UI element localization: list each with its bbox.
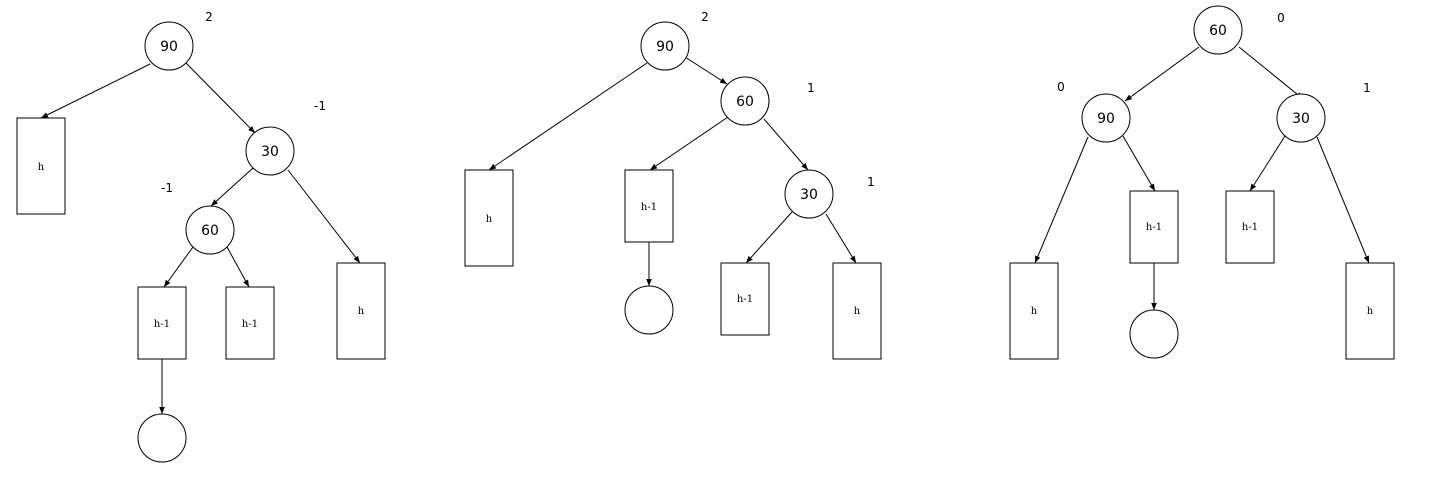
subtree-height-label: h <box>854 306 861 317</box>
node-label: 60 <box>201 223 219 239</box>
subtree-box: h <box>1009 262 1059 360</box>
subtree-box: h <box>464 169 514 267</box>
tree-node: 90 <box>144 21 194 71</box>
balance-factor: 2 <box>205 10 213 24</box>
node-label: 30 <box>1292 111 1310 127</box>
edge-90-to-h <box>1034 136 1089 264</box>
edge-60-to-30 <box>763 118 809 171</box>
subtree-height-label: h-1 <box>242 319 258 330</box>
edge-90-to-h-1 <box>1122 135 1156 192</box>
edge-60-to-h-1-right <box>226 246 250 288</box>
edge-90-to-h <box>40 63 151 119</box>
subtree-box: h <box>336 262 386 360</box>
node-label: 90 <box>656 39 674 55</box>
subtree-height-label: h-1 <box>737 294 753 305</box>
balance-factor: 0 <box>1277 11 1285 25</box>
new-empty-node <box>624 285 674 335</box>
subtree-height-label: h <box>358 306 365 317</box>
tree-node: 60 <box>720 76 770 126</box>
subtree-box: h-1 <box>225 286 275 360</box>
subtree-box: h-1 <box>720 262 770 336</box>
subtree-height-label: h-1 <box>1242 222 1258 233</box>
subtree-box: h <box>832 262 882 360</box>
tree-node: 30 <box>245 126 295 176</box>
node-label: 30 <box>261 144 279 160</box>
edge-60-to-90 <box>1124 46 1200 102</box>
edge-30-to-h <box>825 213 857 264</box>
tree-1: 90 30 60 h h-1 h-1 h <box>16 10 386 463</box>
subtree-box: h-1 <box>1225 190 1275 264</box>
edge-60-to-30 <box>1238 46 1304 100</box>
tree-3: 60 90 30 h h-1 h-1 h <box>1009 5 1395 360</box>
new-empty-node <box>1129 309 1179 359</box>
edge-30-to-h <box>1316 136 1370 264</box>
balance-factor: 1 <box>807 81 815 95</box>
tree-2: 90 60 30 h h-1 h-1 h <box>464 10 882 360</box>
subtree-box: h <box>1345 262 1395 360</box>
tree-node: 30 <box>1276 93 1326 143</box>
node-label: 30 <box>800 187 818 203</box>
node-label: 60 <box>1209 23 1227 39</box>
tree-node: 60 <box>185 205 235 255</box>
subtree-height-label: h <box>38 162 45 173</box>
new-empty-node <box>137 413 187 463</box>
subtree-height-label: h <box>1031 306 1038 317</box>
subtree-box: h-1 <box>137 286 187 360</box>
edge-60-to-h-1 <box>649 116 729 171</box>
edge-90-to-h <box>488 62 648 171</box>
node-label: 90 <box>1097 111 1115 127</box>
edge-90-to-30 <box>185 62 256 134</box>
balance-factor: -1 <box>314 99 326 113</box>
tree-node: 90 <box>640 21 690 71</box>
edge-90-to-60 <box>684 56 728 85</box>
balance-factor: -1 <box>161 181 173 195</box>
edge-30-to-h <box>287 169 361 264</box>
balance-factor: 0 <box>1057 80 1065 94</box>
tree-node: 30 <box>784 169 834 219</box>
subtree-height-label: h-1 <box>1146 222 1162 233</box>
edge-30-to-h-1 <box>745 211 793 264</box>
subtree-height-label: h-1 <box>641 202 657 213</box>
node-label: 90 <box>160 39 178 55</box>
subtree-box: h-1 <box>624 169 674 243</box>
subtree-box: h-1 <box>1129 190 1179 264</box>
edge-60-to-h-1-left <box>163 246 194 288</box>
node-label: 60 <box>736 94 754 110</box>
edge-30-to-60 <box>210 167 254 207</box>
tree-node: 60 <box>1193 5 1243 55</box>
subtree-height-label: h <box>1367 306 1374 317</box>
subtree-box: h <box>16 117 66 215</box>
subtree-height-label: h <box>486 214 493 225</box>
balance-factor: 1 <box>1363 81 1371 95</box>
balance-factor: 2 <box>701 10 709 24</box>
balance-factor: 1 <box>867 175 875 189</box>
subtree-height-label: h-1 <box>154 319 170 330</box>
tree-node: 90 <box>1081 93 1131 143</box>
edge-30-to-h-1 <box>1249 135 1286 192</box>
